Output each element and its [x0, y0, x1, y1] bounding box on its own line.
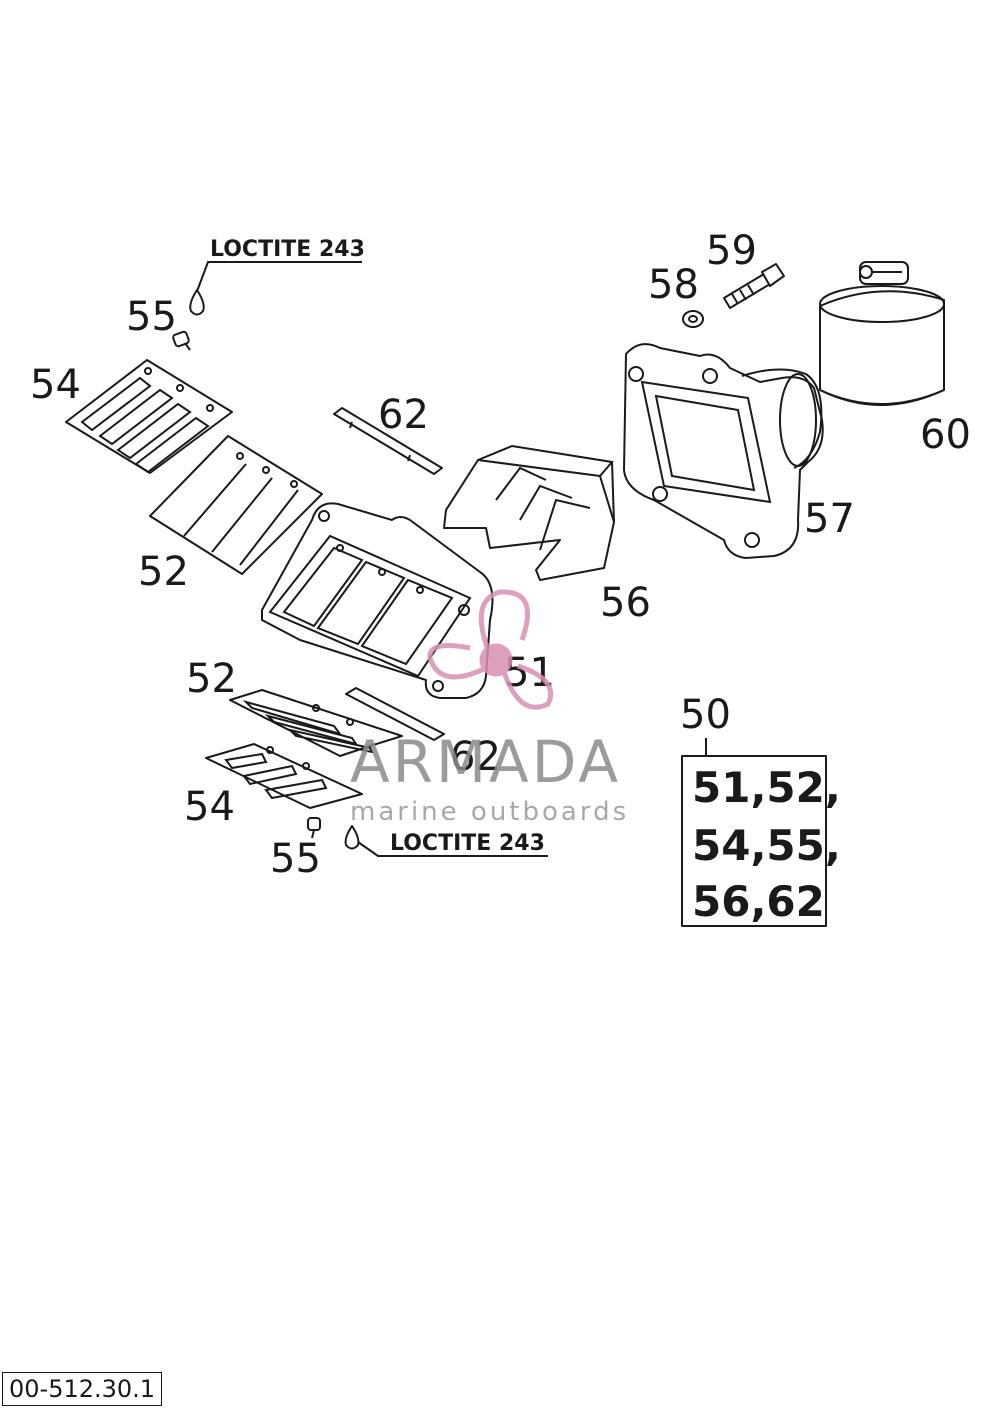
kit-line-3: 56,62	[692, 877, 825, 926]
loctite-note-bottom: LOCTITE 243	[357, 831, 548, 857]
screw-55-top	[172, 289, 205, 351]
callout-54-top: 54	[30, 362, 81, 408]
loctite-drop-icon-bottom	[344, 825, 360, 850]
callout-57: 57	[804, 496, 855, 542]
washer-58	[682, 310, 704, 328]
loctite-label-top: LOCTITE 243	[210, 237, 365, 262]
intake-insert-56	[443, 444, 615, 581]
reed-petal-52-top	[149, 435, 323, 575]
bolt-59	[723, 263, 785, 309]
watermark-tagline: marine outboards	[350, 797, 629, 827]
loctite-label-bottom: LOCTITE 243	[390, 831, 545, 856]
kit-line-1: 51,52,	[692, 763, 841, 812]
reed-petal-52-bottom	[229, 689, 403, 757]
screw-55-bottom	[307, 817, 360, 850]
kit-50: 50 51,52, 54,55, 56,62	[680, 692, 841, 927]
kit-line-2: 54,55,	[692, 821, 841, 870]
callout-54-bottom: 54	[184, 784, 235, 830]
callout-50: 50	[680, 692, 731, 738]
callout-62-top: 62	[378, 392, 429, 438]
reed-stopper-54-top	[65, 359, 233, 474]
kit-contents-box	[681, 755, 827, 927]
propeller-logo-icon	[427, 589, 554, 710]
watermark-brand: ARMADA	[350, 728, 621, 796]
loctite-note-top: LOCTITE 243	[195, 237, 365, 295]
gasket-strip-62-bottom	[345, 687, 445, 741]
callout-58: 58	[648, 262, 699, 308]
intake-flange-57	[623, 343, 824, 559]
callout-60: 60	[920, 412, 971, 458]
callout-59: 59	[706, 228, 757, 274]
diagram-code-label: 00-512.30.1	[2, 1372, 163, 1406]
callout-62-bottom: 62	[450, 734, 501, 780]
callout-55-bottom: 55	[270, 836, 321, 882]
callout-55-top: 55	[126, 294, 177, 340]
reed-block-51	[261, 502, 494, 699]
hose-clamp-60	[819, 261, 945, 406]
loctite-drop-icon	[189, 289, 205, 316]
callout-56: 56	[600, 580, 651, 626]
armada-watermark: ARMADA marine outboards	[350, 589, 629, 827]
callout-52-bottom: 52	[186, 656, 237, 702]
callout-52-top: 52	[138, 549, 189, 595]
gasket-strip-62-top	[333, 407, 443, 475]
reed-stopper-54-bottom	[205, 743, 363, 809]
